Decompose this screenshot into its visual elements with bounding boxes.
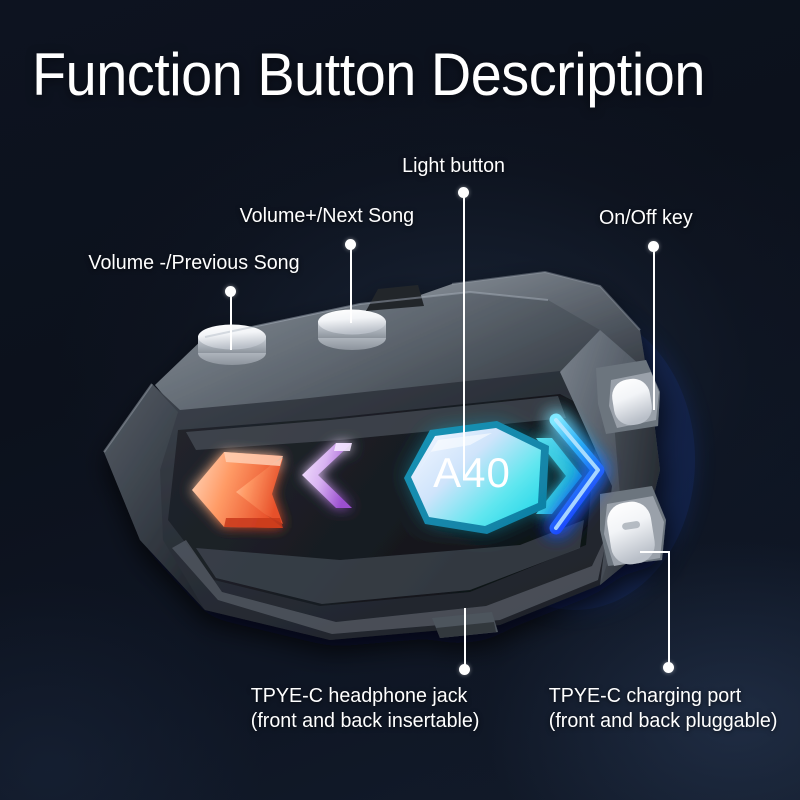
callout-charging-port: TPYE-C charging port (front and back plu…: [549, 683, 778, 733]
device-right-mount-bottom: [600, 486, 666, 566]
volume-down-button[interactable]: [198, 324, 266, 366]
edge-highlight-top: [204, 290, 549, 338]
edge-highlight-nose: [103, 383, 153, 453]
device-inner-cavity: [168, 394, 598, 606]
callout-power-key-dot: [648, 241, 659, 252]
model-button-a40[interactable]: [404, 421, 549, 534]
led-blue-chevron: [549, 413, 605, 535]
ambient-glow: [455, 310, 695, 610]
callout-charging-port-sublabel: (front and back pluggable): [548, 709, 778, 733]
callout-charging-port-dot: [663, 662, 674, 673]
device-rear-hump: [392, 272, 648, 392]
page-title: Function Button Description: [32, 41, 705, 108]
callout-volume-down-label: Volume -/Previous Song: [88, 251, 300, 274]
device-body: A40: [103, 270, 666, 640]
device-lower-bevel: [172, 532, 608, 634]
led-blue-chevron-core: [554, 418, 600, 530]
callout-light-button-dot: [458, 187, 469, 198]
callout-light-button-leader: [463, 193, 465, 480]
headphone-jack-port-shadow: [436, 622, 496, 638]
device-front-face: [104, 371, 622, 640]
device-right-mount-top: [596, 360, 660, 434]
callout-charging-port-leader-horizontal: [640, 551, 670, 553]
device-right-block: [560, 330, 660, 585]
callout-headphone-jack-leader: [464, 608, 466, 666]
callout-headphone-jack-label: TPYE-C headphone jack: [250, 684, 468, 707]
callout-power-key-leader: [653, 247, 655, 410]
led-cyan-chevron: [536, 438, 582, 514]
device-inner-highlight-top: [186, 396, 566, 450]
callout-charging-port-leader-vertical: [668, 551, 670, 663]
led-orange-arrow: [192, 452, 283, 528]
led-purple-chevron: [302, 443, 352, 508]
device-top-ridge: [155, 292, 600, 412]
power-key-button[interactable]: [609, 372, 659, 428]
callout-headphone-jack-dot: [459, 664, 470, 675]
callout-headphone-jack: TPYE-C headphone jack (front and back in…: [251, 683, 480, 733]
callout-volume-up-leader: [350, 245, 352, 323]
callout-headphone-jack-sublabel: (front and back insertable): [250, 709, 480, 733]
edge-highlight-hump: [451, 270, 641, 331]
callout-charging-port-label: TPYE-C charging port: [548, 684, 742, 707]
device-top-nub: [366, 285, 424, 311]
callout-volume-up-dot: [345, 239, 356, 250]
callout-volume-up-label: Volume+/Next Song: [239, 204, 415, 227]
volume-up-button[interactable]: [318, 309, 386, 351]
callout-power-key-label: On/Off key: [598, 206, 693, 229]
charging-port[interactable]: [604, 496, 664, 567]
callout-volume-down-dot: [225, 286, 236, 297]
model-button-label: A40: [433, 449, 511, 496]
callout-light-button-label: Light button: [402, 154, 506, 177]
device-inner-highlight-bottom: [196, 520, 584, 604]
callout-volume-down-leader: [230, 292, 232, 350]
device-right-side-face: [600, 372, 660, 585]
device-nose-bevel: [104, 384, 205, 610]
